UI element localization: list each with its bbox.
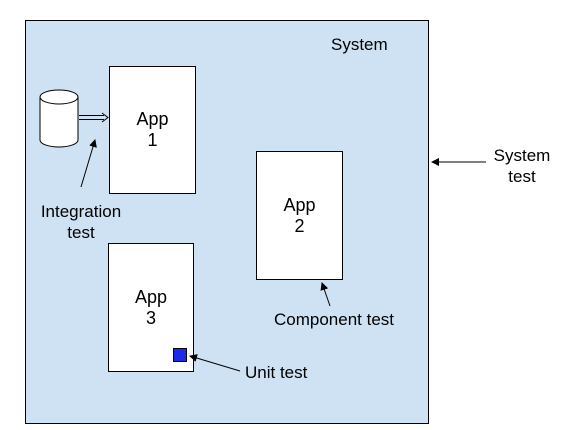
integration-test-label: Integration test: [40, 202, 122, 242]
unit-test-arrow: [189, 354, 241, 372]
unit-test-square: [173, 348, 187, 362]
unit-test-label: Unit test: [245, 363, 308, 382]
system-label: System: [331, 35, 388, 54]
app-3-label: App 3: [134, 286, 168, 328]
integration-test-arrow: [80, 139, 97, 188]
app-1-label: App 1: [136, 109, 169, 150]
database-icon: [39, 89, 79, 148]
system-boundary: [25, 20, 429, 424]
database-connector: [79, 112, 109, 123]
component-test-arrow: [320, 282, 331, 307]
component-test-label: Component test: [274, 310, 395, 329]
system-test-label: System test: [493, 146, 551, 186]
app-1-box: App 1: [109, 66, 196, 194]
app-2-box: App 2: [256, 151, 343, 280]
app-2-label: App 2: [283, 194, 316, 236]
